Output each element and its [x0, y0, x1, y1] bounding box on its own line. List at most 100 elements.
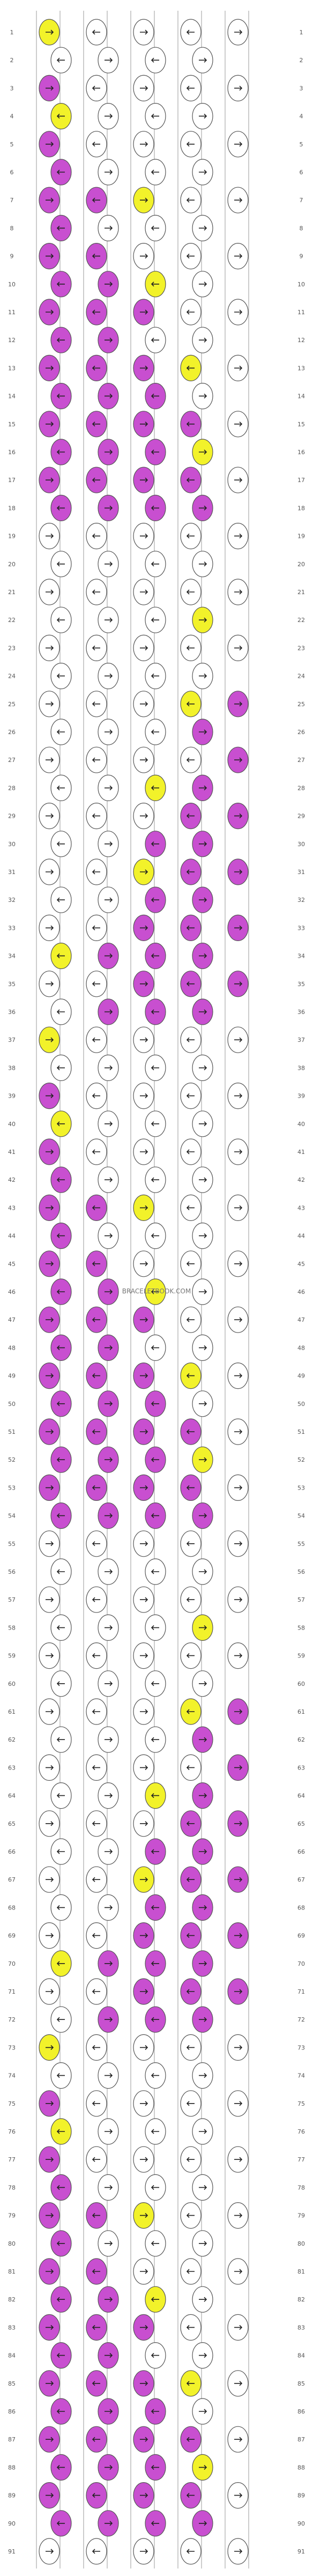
knot-arrow-icon: [186, 2493, 195, 2498]
knot-arrow-icon: [140, 589, 148, 595]
row-number-right: 30: [297, 841, 305, 848]
knot: [98, 439, 119, 465]
row-number-right: 20: [297, 561, 305, 568]
row-number-left: 19: [8, 533, 16, 540]
row-number-right: 52: [297, 1456, 305, 1463]
row-number-right: 77: [297, 2156, 305, 2163]
knot: [227, 131, 249, 158]
knot: [192, 1390, 213, 1417]
knot: [145, 1558, 166, 1585]
row-number-right: 36: [297, 1009, 305, 1016]
knot: [227, 802, 249, 830]
knot: [180, 187, 202, 213]
knot: [39, 1586, 60, 1613]
row-number-left: 27: [8, 757, 16, 764]
row-number-right: 22: [297, 617, 305, 624]
knot: [133, 1363, 154, 1389]
row-number-left: 87: [8, 2436, 16, 2443]
row-number-right: 14: [297, 393, 305, 400]
knot-arrow-icon: [105, 505, 113, 510]
knot: [192, 831, 213, 857]
knot: [145, 382, 166, 410]
knot: [98, 942, 119, 969]
knot-arrow-icon: [186, 1541, 195, 1546]
knot-arrow-icon: [56, 1961, 65, 1966]
row-number-right: 81: [297, 2268, 305, 2275]
row-number-right: 41: [297, 1149, 305, 1156]
knot-arrow-icon: [105, 2521, 113, 2526]
knot: [227, 2258, 249, 2285]
knot-arrow-icon: [46, 1933, 54, 1938]
knot: [50, 327, 72, 353]
knot-arrow-icon: [151, 2129, 159, 2134]
knot: [133, 467, 154, 493]
knot-arrow-icon: [151, 785, 159, 790]
knot-arrow-icon: [105, 449, 113, 455]
row-number-right: 39: [297, 1093, 305, 1100]
knot: [227, 1418, 249, 1445]
knot: [180, 1586, 202, 1613]
knot: [227, 1082, 249, 1109]
knot-arrow-icon: [186, 2157, 195, 2162]
knot: [50, 1782, 72, 1809]
knot-arrow-icon: [140, 254, 148, 259]
knot: [50, 2062, 72, 2089]
knot-arrow-icon: [151, 897, 159, 902]
knot-arrow-icon: [186, 29, 195, 35]
knot-arrow-icon: [92, 142, 100, 147]
row-number-right: 84: [297, 2352, 305, 2359]
knot-arrow-icon: [186, 1317, 195, 1322]
knot-arrow-icon: [46, 2381, 54, 2386]
knot: [192, 1111, 213, 1137]
knot-arrow-icon: [92, 254, 100, 259]
knot: [133, 522, 154, 550]
knot-arrow-icon: [56, 394, 65, 399]
knot-arrow-icon: [92, 813, 100, 819]
knot-arrow-icon: [199, 505, 207, 510]
knot: [98, 1278, 119, 1305]
knot-arrow-icon: [140, 2045, 148, 2050]
knot-arrow-icon: [92, 645, 100, 650]
knot: [86, 1363, 107, 1389]
row-number-right: 48: [297, 1344, 305, 1351]
knot: [50, 886, 72, 913]
knot-arrow-icon: [105, 2129, 113, 2134]
row-number-right: 67: [297, 1876, 305, 1883]
knot: [192, 494, 213, 522]
knot: [98, 1670, 119, 1697]
knot-arrow-icon: [105, 1513, 113, 1519]
knot: [50, 1223, 72, 1249]
knot: [86, 243, 107, 270]
knot: [98, 494, 119, 522]
knot-arrow-icon: [199, 2017, 207, 2022]
knot: [39, 1978, 60, 2005]
knot-arrow-icon: [46, 1037, 54, 1042]
row-number-right: 54: [297, 1513, 305, 1520]
knot: [227, 1474, 249, 1501]
knot: [192, 719, 213, 745]
knot-arrow-icon: [151, 1065, 159, 1070]
knot-arrow-icon: [46, 534, 54, 539]
row-number-left: 79: [8, 2212, 16, 2219]
knot: [180, 1530, 202, 1557]
row-number-left: 63: [8, 1764, 16, 1771]
knot: [133, 1474, 154, 1501]
row-number-left: 58: [8, 1624, 16, 1631]
knot: [39, 1306, 60, 1333]
knot: [98, 606, 119, 633]
knot: [39, 1194, 60, 1221]
knot-arrow-icon: [92, 1765, 100, 1770]
row-number-left: 26: [8, 729, 16, 736]
row-number-right: 71: [297, 1988, 305, 1995]
knot: [98, 2062, 119, 2089]
knot-arrow-icon: [105, 57, 113, 63]
knot-arrow-icon: [234, 1597, 243, 1602]
knot-arrow-icon: [92, 981, 100, 987]
knot-arrow-icon: [234, 1093, 243, 1099]
knot: [98, 998, 119, 1025]
knot: [98, 2398, 119, 2425]
knot: [180, 1082, 202, 1109]
knot-arrow-icon: [151, 1233, 159, 1239]
knot-arrow-icon: [56, 1009, 65, 1015]
row-number-left: 91: [8, 2548, 16, 2555]
